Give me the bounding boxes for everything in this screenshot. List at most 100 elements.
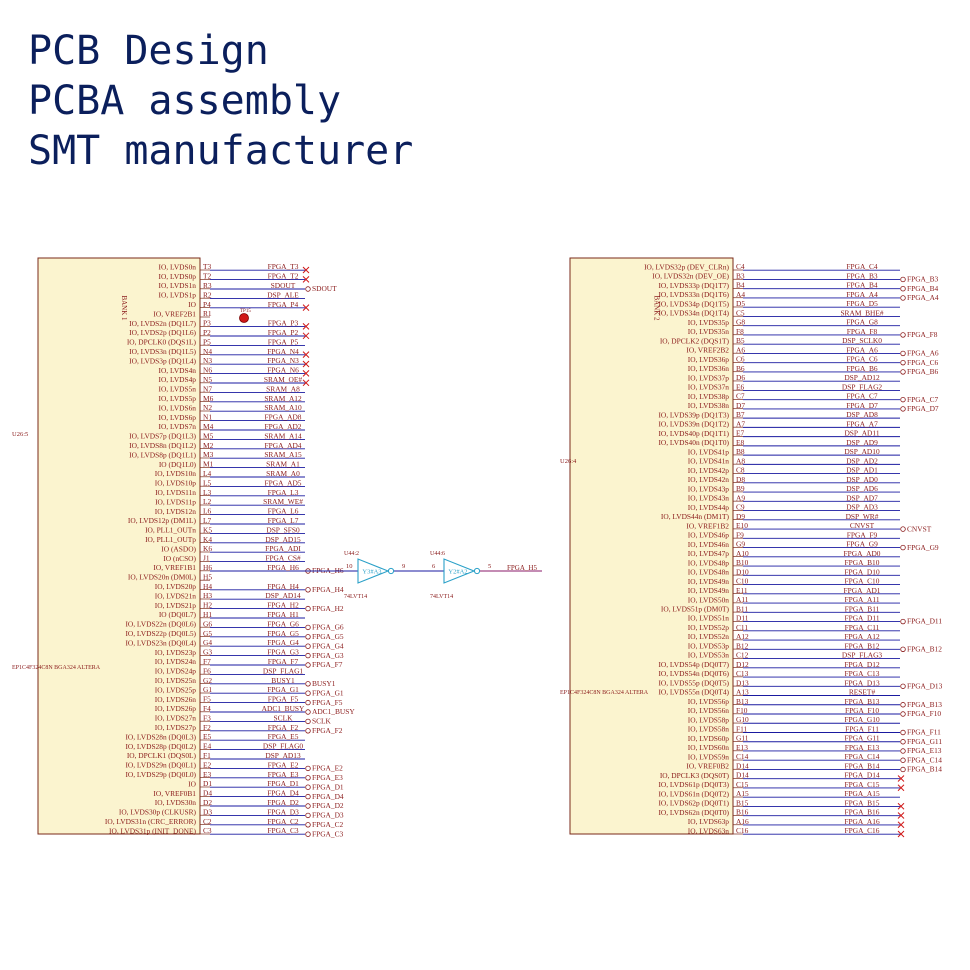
left-chip-pin-number: D2: [203, 798, 212, 807]
left-chip-port-connector: [305, 699, 311, 706]
right-chip-pin-number: C8: [736, 466, 745, 475]
left-chip-pin-number: L6: [203, 507, 212, 516]
left-chip-port-connector: [305, 831, 311, 837]
left-chip-test-point: [239, 313, 249, 323]
left-chip-pin-name: IO, LVDS1p: [158, 291, 196, 300]
left-chip-net-label: FPGA_D2: [267, 798, 299, 807]
right-chip-net-label: FPGA_C6: [846, 355, 878, 364]
right-chip-net-label: FPGA_C16: [845, 826, 880, 835]
right-chip-net-label: FPGA_AD1: [844, 586, 881, 595]
left-chip-net-label: SCLK: [274, 713, 294, 722]
right-chip-port-label: FPGA_F8: [907, 330, 938, 339]
left-chip-net-label: FPGA_H6: [267, 563, 299, 572]
buffer-gate-2-pin-in: 6: [432, 563, 436, 570]
buffer-gate-2-bubble: [473, 567, 481, 575]
left-chip-pin-name: IO, LVDS22p (DQ0L5): [125, 629, 196, 638]
right-chip-port-connector: [900, 350, 906, 357]
left-chip-pin-name: IO, LVDS4n: [158, 366, 196, 375]
right-chip-pin-number: B9: [736, 484, 745, 493]
right-chip-pin-number: G9: [736, 540, 745, 549]
left-chip-pin-number: R1: [203, 309, 212, 318]
left-chip-net-label: ADC1_BUSY: [262, 704, 305, 713]
right-chip-pin-number: D5: [736, 299, 745, 308]
left-chip-pin-name: IO, LVDS4p: [158, 375, 196, 384]
left-chip-net-label: SRAM_A0: [266, 469, 300, 478]
left-chip-pin-number: L4: [203, 469, 212, 478]
left-chip-port-connector: [305, 709, 311, 715]
left-chip-pin-number: D4: [203, 789, 212, 798]
left-chip-pin-number: H6: [203, 563, 212, 572]
left-chip-pin-name: IO, LVDS28n (DQ0L3): [125, 732, 196, 741]
right-chip-pin-number: G8: [736, 318, 745, 327]
left-chip-no-connect-mark: [302, 276, 310, 283]
right-chip-no-connect-mark: [897, 802, 905, 810]
left-chip-port-label: FPGA_C3: [312, 829, 344, 838]
left-chip-port-label: FPGA_G4: [312, 641, 344, 650]
right-chip-port-connector: [900, 711, 906, 717]
left-chip-pin-name: IO, LVDS31p (INIT_DONE): [109, 826, 197, 835]
left-chip-net-label: SRAM_A8: [266, 384, 300, 393]
right-chip-port-connector: [900, 702, 906, 708]
right-chip-net-label: SRAM_BHE#: [840, 308, 883, 317]
left-chip-port-label: FPGA_C2: [312, 820, 344, 829]
left-chip-pin-name: IO, LVDS5p: [158, 394, 196, 403]
left-chip-pin-number: E4: [203, 742, 212, 751]
left-chip-pin-number: T3: [203, 262, 212, 271]
right-chip-pin-name: IO, LVDS52n: [688, 632, 730, 641]
right-chip-net-label: FPGA_C15: [845, 780, 880, 789]
right-chip-pin-name: IO, LVDS53n: [688, 651, 730, 660]
left-chip-pin-name: IO, LVDS25n: [155, 676, 197, 685]
right-chip-net-label: DSP_AD2: [846, 456, 878, 465]
buffer-gate-2-triangle: [443, 558, 476, 584]
left-chip-test-point-label: TP15: [240, 309, 251, 314]
right-chip-pin-number: C13: [736, 669, 749, 678]
right-chip-pin-name: IO, LVDS41n: [688, 457, 730, 466]
right-chip-net-label: DSP_AD8: [846, 410, 878, 419]
left-chip-pin-number: M2: [203, 441, 214, 450]
left-chip-pin-name: IO, LVDS23p: [155, 648, 197, 657]
right-chip-pin-number: B3: [736, 271, 745, 280]
left-chip-no-connect-mark: [302, 323, 310, 330]
left-chip-port-connector: [305, 812, 311, 819]
right-chip-net-label: FPGA_F8: [847, 327, 878, 336]
left-chip-port-label: FPGA_H4: [312, 585, 344, 594]
right-chip-pin-number: B6: [736, 364, 745, 373]
left-chip-pin-name: IO, LVDS20n (DM0L): [128, 573, 197, 582]
right-chip-net-label: FPGA_A15: [844, 789, 880, 798]
left-chip-pin-name: IO, DPCLK1 (DQS0L): [127, 751, 197, 760]
left-chip-pin-name: IO (nCSO): [163, 554, 196, 563]
right-chip-port-label: FPGA_B13: [907, 700, 942, 709]
left-chip-pin-number: N5: [203, 375, 212, 384]
right-chip-net-label: RESET#: [849, 688, 876, 697]
right-chip-net-label: FPGA_D12: [844, 660, 880, 669]
left-chip-net-label: SRAM_WE#: [263, 497, 303, 506]
right-chip-pin-number: D10: [736, 567, 749, 576]
right-chip-pin-number: F11: [736, 724, 748, 733]
left-chip-pin-name: IO, LVDS29p (DQ0L0): [125, 770, 196, 779]
left-chip-net-label: DSP_FLAG1: [263, 666, 304, 675]
right-chip-pin-number: E11: [736, 586, 748, 595]
right-chip-pin-name: IO, LVDS53p: [688, 641, 730, 650]
right-chip-pin-number: B10: [736, 558, 749, 567]
left-chip-net-label: FPGA_H1: [267, 610, 299, 619]
left-chip-pin-name: IO, LVDS29n (DQ0L1): [125, 761, 196, 770]
left-chip-pin-number: E2: [203, 760, 212, 769]
right-chip-pin-number: A15: [736, 789, 749, 798]
right-chip-pin-number: E7: [736, 429, 745, 438]
right-chip-pin-name: IO, LVDS51n: [688, 614, 730, 623]
left-chip-pin-number: M1: [203, 460, 214, 469]
left-chip-port-connector: [305, 775, 311, 781]
right-chip-pin-number: D8: [736, 475, 745, 484]
left-chip-pin-number: C3: [203, 826, 212, 835]
left-chip-pin-name: IO, LVDS3p (DQ1L4): [129, 356, 196, 365]
left-chip-pin-name: IO, LVDS30n: [155, 798, 197, 807]
right-chip-port-label: FPGA_G11: [907, 737, 942, 746]
left-chip-pin-number: M5: [203, 431, 214, 440]
right-chip-port-connector: [900, 406, 906, 412]
right-chip-pin-name: IO, LVDS40n (DQ1T0): [658, 438, 729, 447]
left-chip-pin-name: IO, VREF0B1: [153, 789, 196, 798]
right-chip-pin-number: C14: [736, 752, 749, 761]
left-chip-pin-name: IO, PLL1_OUTn: [145, 526, 196, 535]
left-chip-net-label: FPGA_AD5: [265, 478, 302, 487]
right-chip-pin-name: IO, DPCLK2 (DQS1T): [660, 336, 730, 345]
